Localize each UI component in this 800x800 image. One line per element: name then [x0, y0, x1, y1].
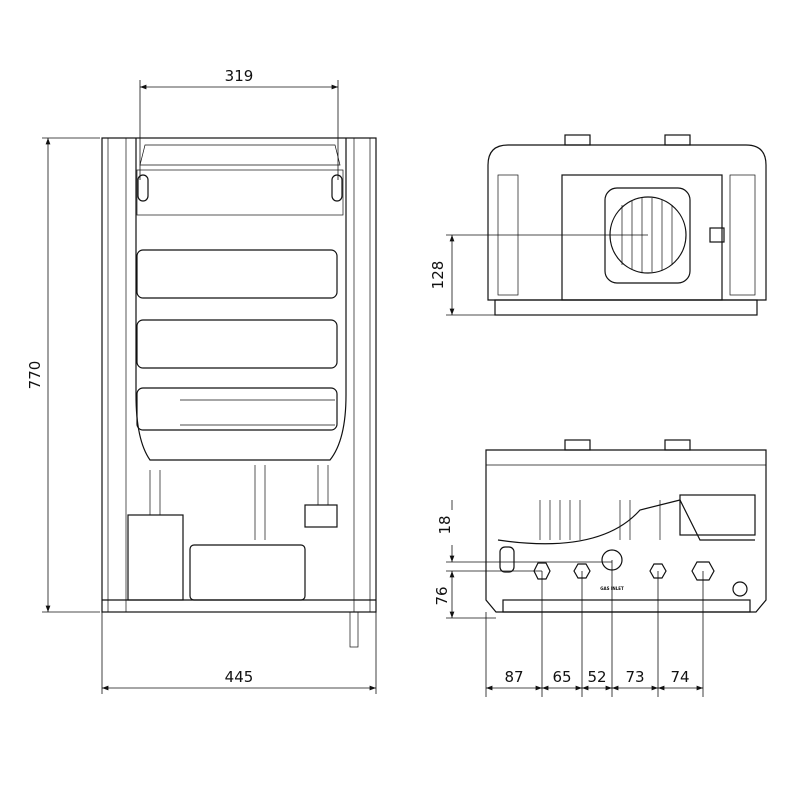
dim-label-65: 65: [552, 668, 571, 686]
dim-76: 76: [433, 571, 496, 619]
dim-445: 445: [101, 612, 377, 694]
dim-label-74: 74: [670, 668, 689, 686]
dim-label-87: 87: [504, 668, 523, 686]
top-view: [487, 134, 767, 316]
dim-label-128: 128: [429, 261, 447, 290]
bottom-view: GAS INLET: [485, 439, 767, 613]
dim-label-18: 18: [436, 515, 454, 534]
dim-label-76: 76: [433, 586, 451, 605]
dim-label-445: 445: [225, 668, 254, 686]
dim-128: 128: [429, 234, 648, 316]
dim-label-319: 319: [225, 67, 254, 85]
dim-label-770: 770: [26, 361, 44, 390]
dim-18: 18: [436, 500, 612, 572]
dim-spacings: 87 65 52 73 74: [485, 560, 704, 697]
dim-label-73: 73: [625, 668, 644, 686]
dim-label-52: 52: [587, 668, 606, 686]
front-view: [101, 137, 377, 648]
dim-770: 770: [26, 137, 100, 613]
dim-319: 319: [139, 67, 339, 180]
